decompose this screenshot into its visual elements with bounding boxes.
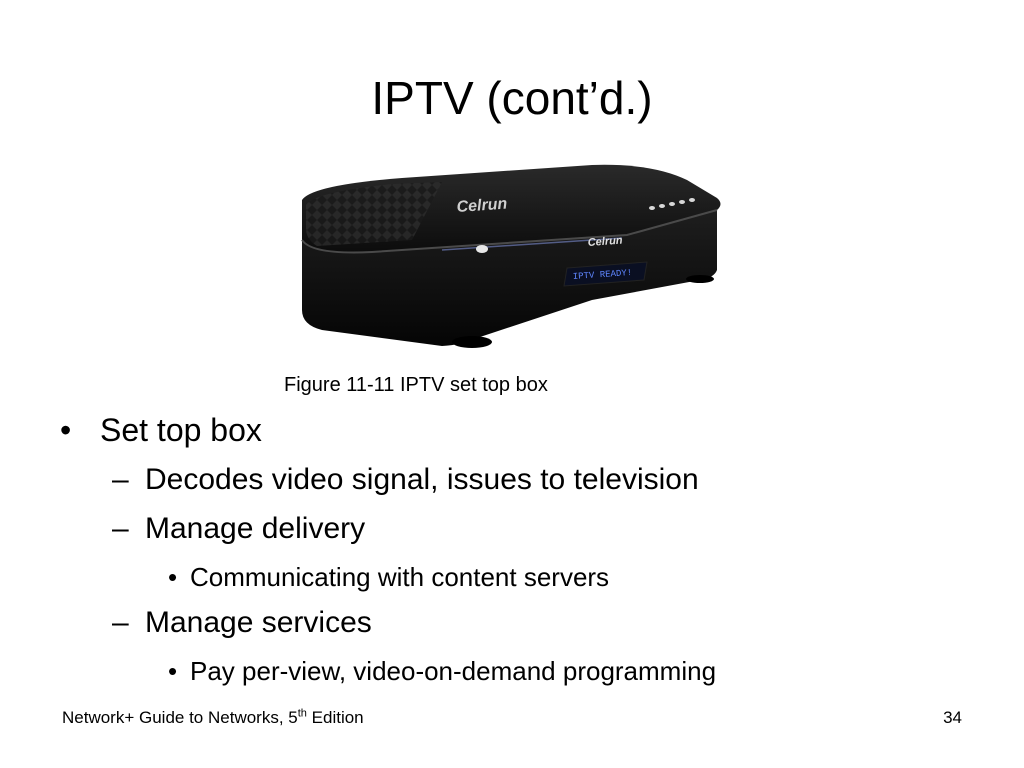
brand-front-logo: Celrun [587,235,623,249]
bullet-text: Communicating with content servers [190,562,610,592]
bullet-text: Manage delivery [145,512,366,545]
bullet-item: • Pay per-view, video-on-demand programmi… [168,654,716,688]
footer-superscript: th [297,707,307,720]
power-led-icon [476,245,488,253]
bullet-text: Decodes video signal, issues to televisi… [145,463,699,496]
display-panel [563,261,648,287]
footer-suffix: Edition [306,708,364,727]
bullet-marker: • [168,656,178,686]
page-number: 34 [943,708,962,727]
set-top-box-image: Celrun Celrun IPTV READY! [301,164,721,348]
bullet-item: –Decodes video signal, issues to televis… [112,461,699,499]
footer-prefix: Network+ Guide to Networks, 5 [62,708,298,727]
footer-book-title: Network+ Guide to Networks, 5th Edition [62,707,364,729]
bullet-text: Pay per-view, video-on-demand programmin… [190,656,717,686]
bullet-item: • Communicating with content servers [168,560,609,594]
slide-title: IPTV (cont’d.) [371,72,653,124]
brand-top-logo: Celrun [456,195,508,216]
bullet-item: • Set top box [60,410,262,450]
figure-caption: Figure 11-11 IPTV set top box [284,374,548,396]
bullet-item: –Manage services [112,604,372,642]
indicator-lights-icon [649,198,695,210]
bullet-marker: – [112,606,129,639]
bullet-text: Set top box [100,412,262,448]
device-front [302,210,717,346]
bullet-item: –Manage delivery [112,510,365,548]
bullet-text: Manage services [145,606,372,639]
bullet-marker: – [112,512,129,545]
set-top-box-figure: Celrun Celrun IPTV READY! [292,160,724,360]
bullet-marker: – [112,463,129,496]
bullet-marker: • [168,562,178,592]
bullet-marker: • [60,412,72,448]
display-text: IPTV READY! [573,268,633,282]
